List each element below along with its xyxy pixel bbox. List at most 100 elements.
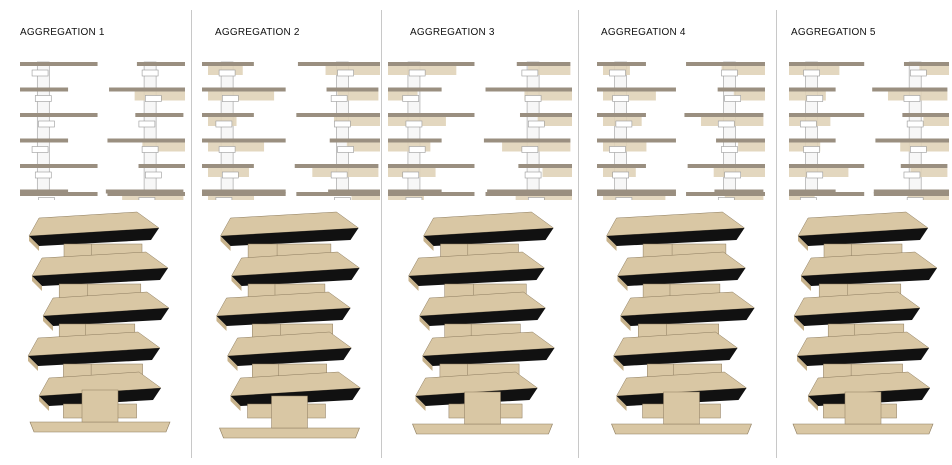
slab-line xyxy=(872,87,948,92)
panel-title: AGGREGATION 2 xyxy=(215,27,300,38)
tower-render xyxy=(792,211,938,435)
tower-core xyxy=(844,391,882,425)
tower-edge xyxy=(43,316,53,331)
core-block xyxy=(910,69,927,77)
core-block xyxy=(334,120,351,128)
tower-edge xyxy=(28,356,38,371)
core-block xyxy=(337,146,354,153)
slab-line xyxy=(487,189,572,194)
floor-volume xyxy=(923,117,949,126)
panel-divider xyxy=(578,10,579,458)
slab-line xyxy=(388,192,475,196)
core-block xyxy=(721,69,738,77)
tower-shadow xyxy=(408,268,545,286)
slab-line xyxy=(296,192,380,196)
floor-volume xyxy=(208,142,265,152)
slab-line xyxy=(903,62,949,66)
core-block xyxy=(38,197,55,200)
tower-base xyxy=(219,427,360,439)
core-block xyxy=(405,120,423,128)
floor-volume xyxy=(208,193,255,200)
tower-shadow xyxy=(227,348,352,366)
core-block xyxy=(138,197,156,200)
slab-line xyxy=(789,87,836,92)
core-block xyxy=(334,197,351,200)
slab-line xyxy=(902,113,949,117)
slab-line xyxy=(138,164,185,168)
aggregation-panel-4: AGGREGATION 4 xyxy=(579,0,776,465)
tower-edge xyxy=(220,236,231,251)
tower-shadow xyxy=(419,308,546,326)
slab-line xyxy=(107,138,185,143)
core-block xyxy=(31,69,49,77)
core-block xyxy=(521,146,539,153)
tower-shadow xyxy=(798,228,928,246)
core-block xyxy=(521,69,539,77)
aggregation-panel-3: AGGREGATION 3 xyxy=(382,0,578,465)
slab-line xyxy=(485,192,572,196)
tower-edge xyxy=(227,356,238,371)
slab-line xyxy=(873,192,949,196)
tower-shadow xyxy=(617,268,746,286)
tower-edge xyxy=(606,236,617,251)
core-block xyxy=(221,171,239,179)
core-block xyxy=(806,171,824,179)
tower-shadow xyxy=(613,348,738,366)
slab-line xyxy=(388,189,442,194)
core-block xyxy=(724,95,741,102)
tower-edge xyxy=(216,316,227,331)
slab-line xyxy=(326,87,379,92)
tower-edge xyxy=(408,276,419,291)
core-block xyxy=(221,95,239,102)
tower-shadow xyxy=(216,308,351,326)
slab-line xyxy=(516,62,571,66)
slab-line xyxy=(519,113,572,117)
tower-edge xyxy=(798,236,808,251)
panel-divider xyxy=(776,10,777,458)
core-block xyxy=(31,146,49,153)
tower-shadow xyxy=(794,308,920,326)
core-block xyxy=(402,95,420,102)
slab-line xyxy=(873,189,949,194)
slab-line xyxy=(686,192,765,196)
slab-line xyxy=(597,87,676,92)
slab-line xyxy=(297,62,380,66)
core-block xyxy=(903,171,921,179)
core-block xyxy=(408,146,426,153)
floor-volume xyxy=(733,91,765,101)
tower-edge xyxy=(39,396,49,411)
section-diagrams xyxy=(597,61,765,200)
slab-line xyxy=(20,164,98,168)
core-block xyxy=(724,171,741,179)
tower-render xyxy=(606,211,756,435)
tower-shadow xyxy=(422,348,555,366)
slab-line xyxy=(597,62,646,66)
slab-line xyxy=(202,62,254,66)
tower-shadow xyxy=(28,348,160,366)
floor-volume xyxy=(738,142,765,152)
tower-shadow xyxy=(231,268,360,286)
tower-base xyxy=(611,423,752,435)
slab-line xyxy=(597,192,676,196)
tower-edge xyxy=(613,356,624,371)
floor-volume xyxy=(910,168,948,177)
core-block xyxy=(38,120,55,128)
tower-shadow xyxy=(32,268,168,286)
core-block xyxy=(527,120,545,128)
floor-volume xyxy=(603,193,666,200)
core-block xyxy=(145,95,162,102)
panel-divider xyxy=(191,10,192,458)
tower-shadow xyxy=(801,268,937,286)
tower-render xyxy=(27,211,171,433)
core-block xyxy=(800,120,817,128)
slab-line xyxy=(202,189,286,194)
slab-line xyxy=(789,62,865,66)
panel-divider xyxy=(381,10,382,458)
slab-line xyxy=(388,113,475,117)
tower-core xyxy=(271,395,308,429)
slab-line xyxy=(202,113,254,117)
slab-line xyxy=(107,192,185,196)
core-block xyxy=(527,197,545,200)
tower-shadow xyxy=(797,348,929,366)
floor-volume xyxy=(919,66,949,75)
